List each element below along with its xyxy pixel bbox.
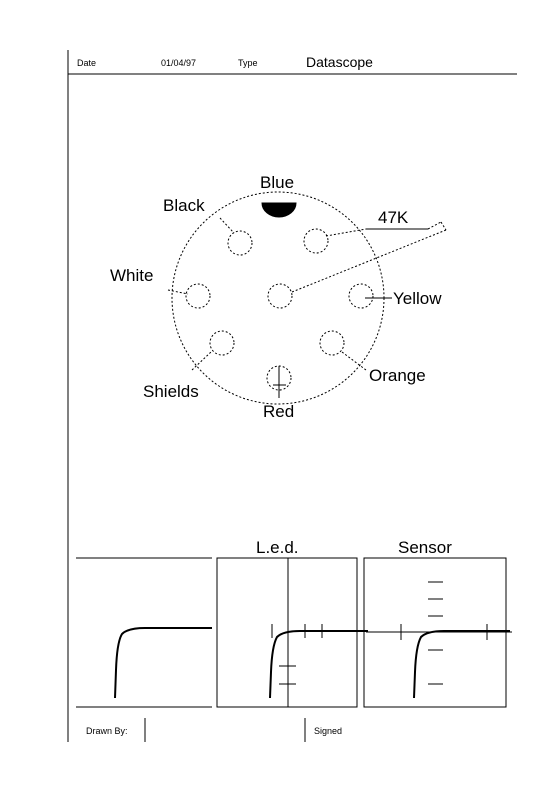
label-blue: Blue	[260, 173, 294, 192]
panel-sensor-curve	[413, 630, 510, 699]
pin-black	[227, 230, 253, 256]
resistor-leader-c	[440, 221, 447, 231]
resistor-leader-d	[291, 229, 447, 293]
type-value: Datascope	[306, 54, 373, 70]
key-notch	[261, 202, 297, 218]
resistor-leader-b	[427, 221, 442, 230]
panel-led-frame	[216, 557, 358, 708]
date-value: 01/04/97	[161, 58, 196, 68]
pin-blue-side	[303, 228, 329, 254]
label-orange: Orange	[369, 366, 426, 385]
chart-panel-led	[216, 557, 368, 708]
chart-panel-1	[76, 557, 212, 708]
white-leader	[167, 289, 189, 295]
label-shields: Shields	[143, 382, 199, 401]
pin-center	[267, 283, 293, 309]
sensor-chart-title: Sensor	[398, 538, 452, 557]
chart-panel-sensor	[363, 557, 512, 708]
connector-outline	[171, 191, 385, 405]
led-chart-title: L.e.d.	[256, 538, 299, 557]
pin-shields	[209, 330, 235, 356]
signed-label: Signed	[314, 726, 342, 736]
black-leader	[219, 217, 235, 234]
pin-yellow	[348, 283, 374, 309]
pin-white	[185, 283, 211, 309]
pin-orange	[319, 330, 345, 356]
label-yellow: Yellow	[393, 289, 442, 308]
resistor-leader-a	[325, 228, 367, 237]
label-47k: 47K	[378, 208, 409, 227]
type-label: Type	[238, 58, 258, 68]
orange-leader	[341, 351, 367, 371]
shields-leader	[191, 350, 213, 371]
date-label: Date	[77, 58, 96, 68]
panel-1-curve	[114, 627, 212, 699]
label-white: White	[110, 266, 153, 285]
drawn-by-label: Drawn By:	[86, 726, 128, 736]
panel-led-curve	[269, 630, 368, 699]
label-red: Red	[263, 402, 294, 421]
label-black: Black	[163, 196, 205, 215]
